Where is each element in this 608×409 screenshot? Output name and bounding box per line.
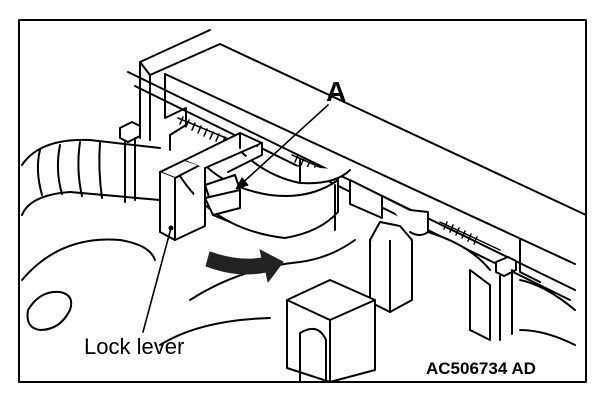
label-lock-lever: Lock lever [84,334,184,359]
harness-clip-left [119,121,141,203]
figure-code: AC506734 AD [426,359,536,378]
label-a: A [326,76,346,107]
figure-frame [18,19,587,383]
harness-clip-right [495,256,517,341]
harness-curve-lower [159,317,271,346]
curved-arrow-icon [205,249,284,283]
wire-harness-right [469,269,576,346]
leader-line-a [237,104,329,188]
harness-curve-center [189,239,356,301]
mounting-block [286,279,376,383]
lock-lever [159,132,263,241]
wire-harness-left [21,138,161,331]
leader-arrowhead-a [235,177,249,190]
leader-line-lever [142,227,172,333]
connector-right [349,179,491,313]
